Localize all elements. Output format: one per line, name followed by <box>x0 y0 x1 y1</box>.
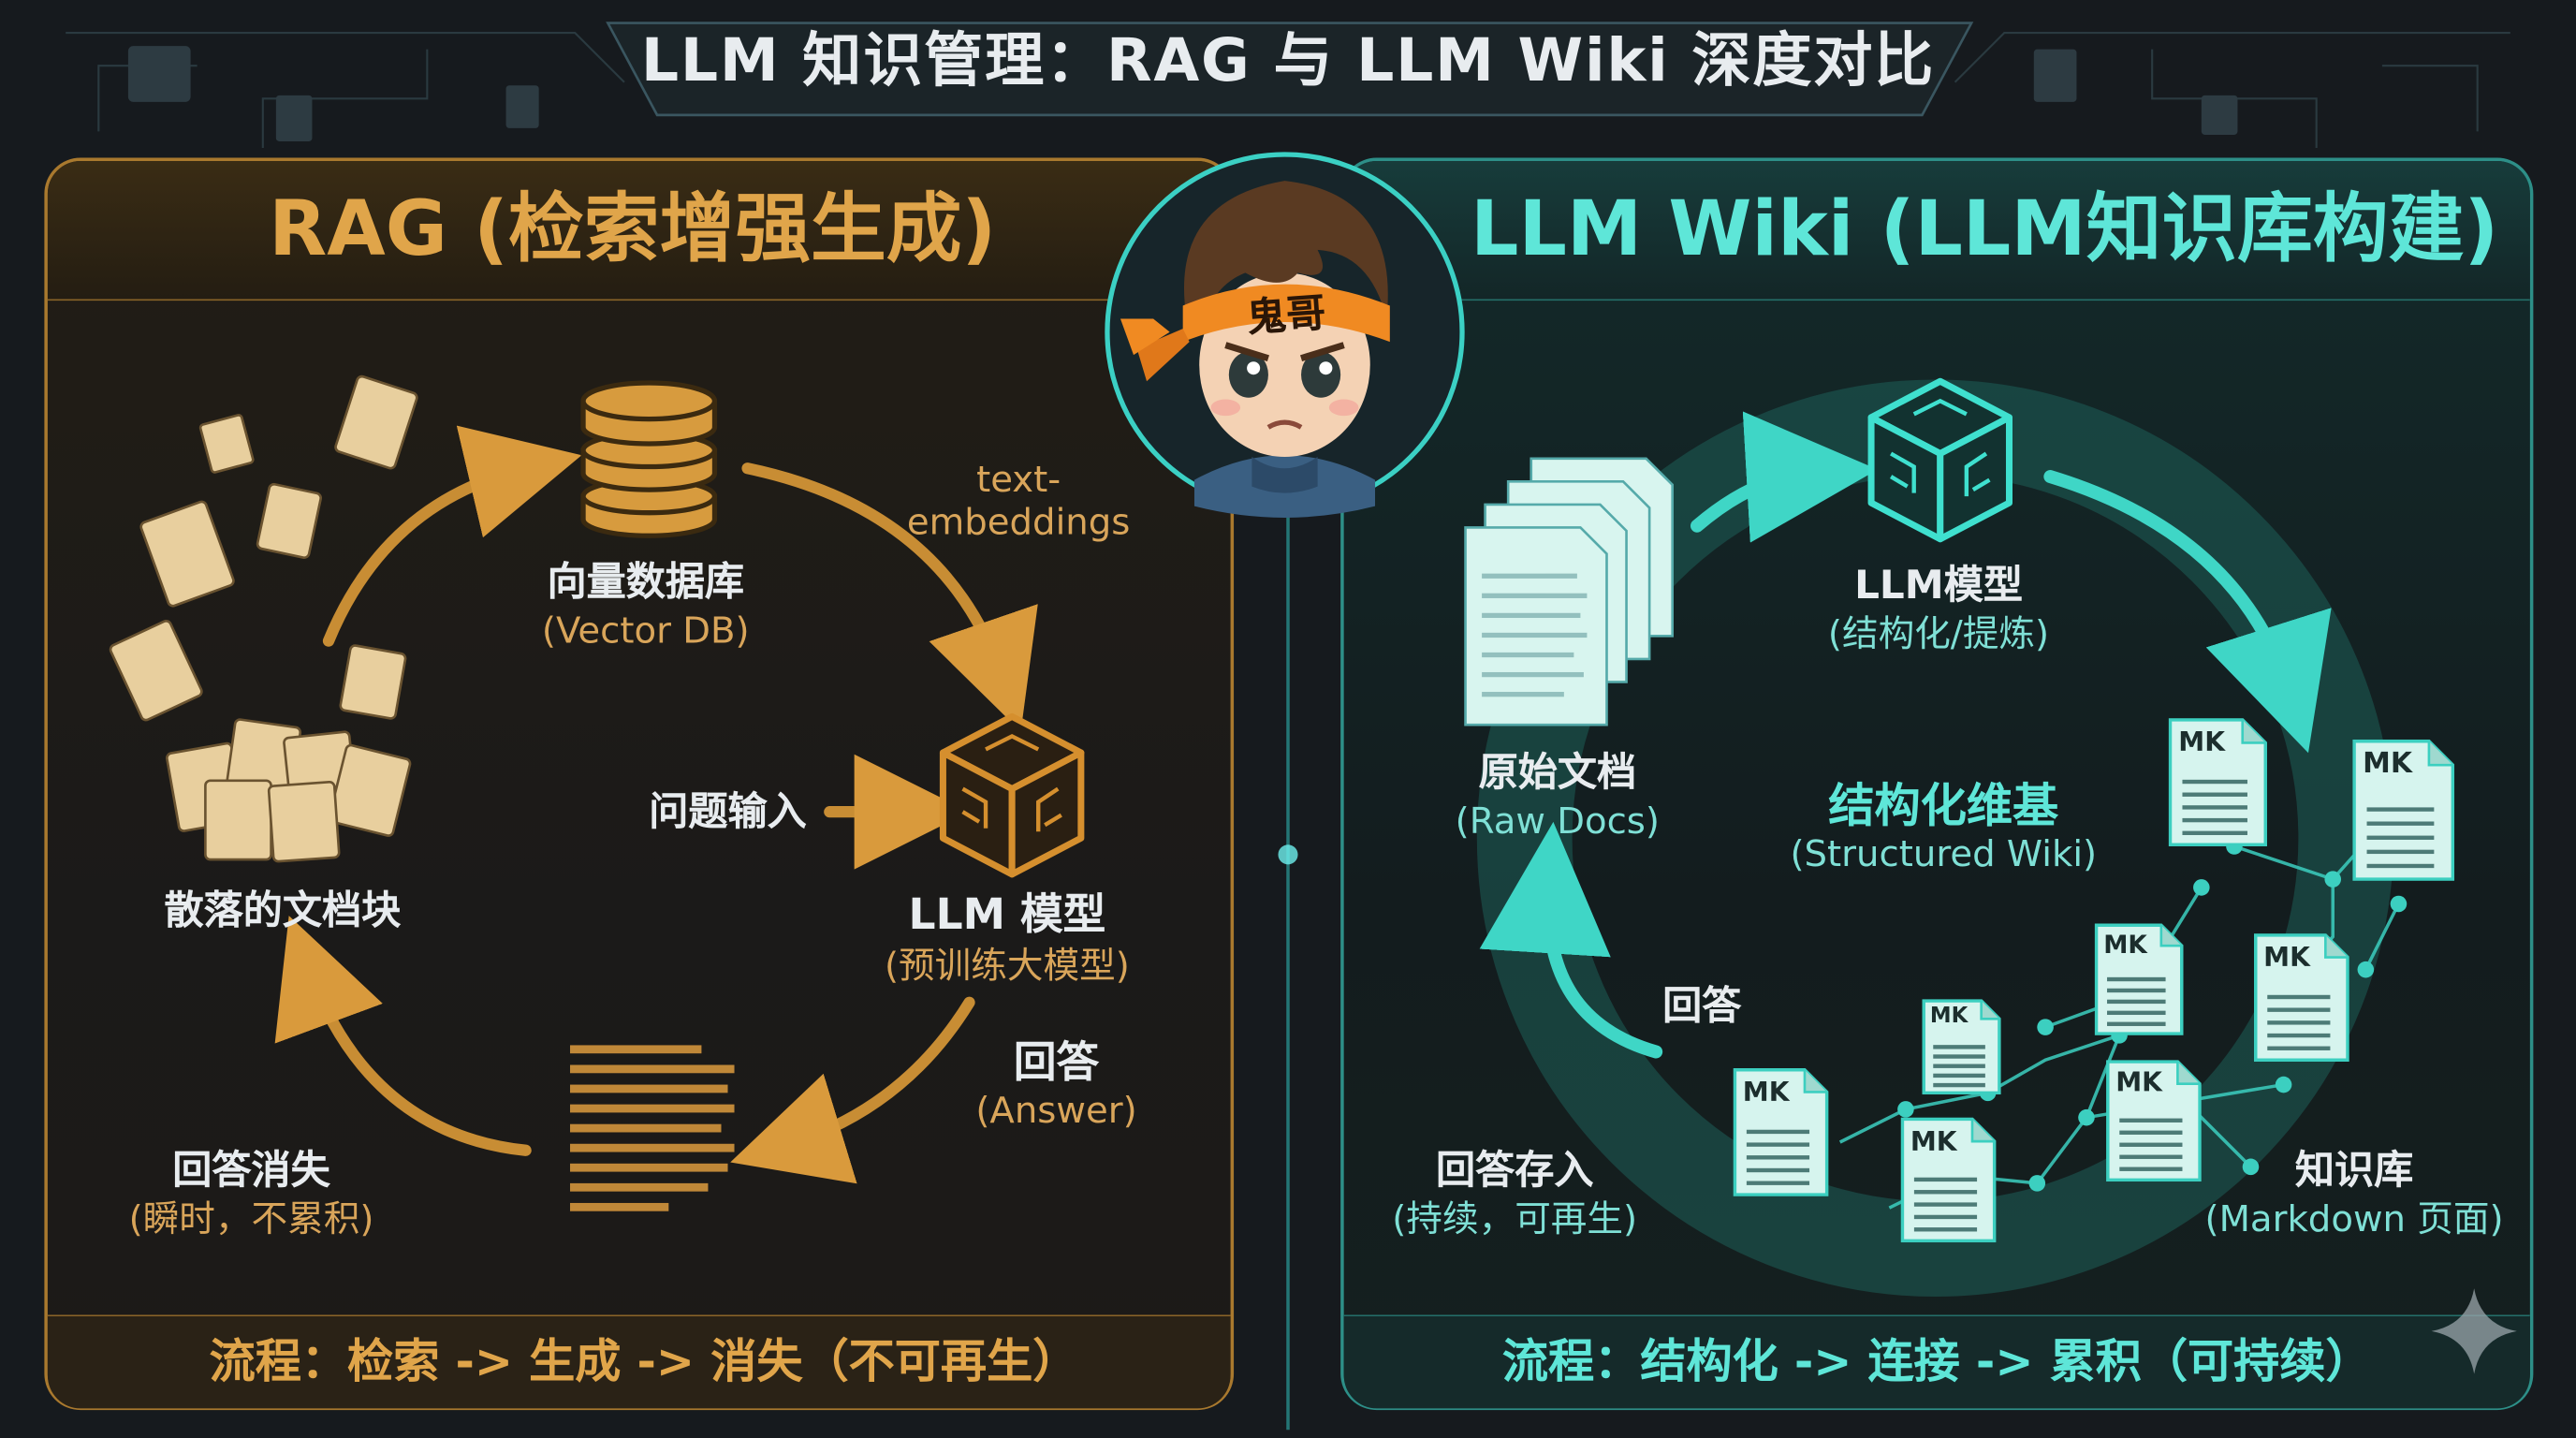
rag-footer <box>47 1314 1231 1409</box>
document-icon <box>109 374 418 863</box>
wiki-llm-sub: (结构化/提炼) <box>1827 614 2050 656</box>
rag-header <box>47 161 1231 301</box>
llm-cube-icon <box>939 712 1085 878</box>
wiki-header <box>1343 161 2530 301</box>
page-title: LLM 知识管理：RAG 与 LLM Wiki 深度对比 <box>640 27 1936 95</box>
mk-label: MK <box>2115 1067 2162 1099</box>
wiki-answer-label: 回答 <box>1662 982 1742 1029</box>
answer-store-label: 回答存入 <box>1435 1147 1594 1194</box>
markdown-file-icon: MK <box>2253 933 2349 1062</box>
rag-cycle-arrows <box>274 425 1038 1184</box>
sparkle-icon <box>2431 1288 2517 1374</box>
rag-flow: 流程：检索 -> 生成 -> 消失（不可再生） <box>209 1334 1079 1389</box>
mk-label: MK <box>2363 747 2412 782</box>
database-icon <box>580 380 718 538</box>
markdown-file-icon: MK <box>2168 718 2268 847</box>
markdown-file-icon: MK <box>1733 1068 1829 1196</box>
rag-answer-label: 回答 <box>1013 1038 1100 1089</box>
wiki-heading: LLM Wiki (LLM知识库构建) <box>1471 183 2499 273</box>
answer-text-icon <box>570 1045 735 1211</box>
llm-cube-icon <box>1867 377 2012 543</box>
mk-label: MK <box>1929 1005 1969 1030</box>
embeddings-label-1: text- <box>976 460 1061 502</box>
raw-docs-label: 原始文档 <box>1478 749 1637 796</box>
scattered-docs-label: 散落的文档块 <box>164 887 402 934</box>
rag-llm-sub: (预训练大模型) <box>884 946 1130 988</box>
mk-label: MK <box>2263 941 2310 973</box>
structured-wiki-label: 结构化维基 <box>1828 779 2059 833</box>
kb-label: 知识库 <box>2294 1147 2414 1194</box>
kb-sub: (Markdown 页面) <box>2204 1199 2504 1241</box>
structured-wiki-en: (Structured Wiki) <box>1790 834 2098 876</box>
mk-label: MK <box>2103 930 2147 961</box>
markdown-file-icon: MK <box>1922 999 2001 1095</box>
rag-llm-label: LLM 模型 <box>908 890 1106 941</box>
document-icon <box>1464 457 1675 726</box>
rag-heading: RAG (检索增强生成) <box>269 183 997 273</box>
markdown-file-icon: MK <box>2094 923 2184 1035</box>
avatar <box>1105 152 1465 518</box>
mk-label: MK <box>1910 1124 1957 1157</box>
headband-text: 鬼哥 <box>1245 289 1327 342</box>
answer-vanish-label: 回答消失 <box>172 1147 330 1194</box>
wiki-footer <box>1343 1314 2530 1409</box>
mk-label: MK <box>1742 1076 1790 1108</box>
mk-label: MK <box>2178 726 2225 757</box>
rag-answer-en: (Answer) <box>975 1091 1137 1133</box>
markdown-file-icon: MK <box>1900 1117 1997 1243</box>
answer-vanish-sub: (瞬时，不累积) <box>128 1199 374 1241</box>
vector-db-label: 向量数据库 <box>547 558 745 605</box>
markdown-file-icon: MK <box>2106 1060 2202 1182</box>
wiki-flow: 流程：结构化 -> 连接 -> 累积（可持续） <box>1501 1334 2372 1389</box>
question-input-label: 问题输入 <box>649 788 807 835</box>
vector-db-en: (Vector DB) <box>541 611 750 653</box>
raw-docs-en: (Raw Docs) <box>1455 801 1661 844</box>
wiki-llm-label: LLM模型 <box>1854 562 2023 609</box>
answer-store-sub: (持续，可再生) <box>1392 1199 1638 1241</box>
markdown-file-icon: MK <box>2352 739 2455 881</box>
embeddings-label-2: embeddings <box>906 503 1131 545</box>
